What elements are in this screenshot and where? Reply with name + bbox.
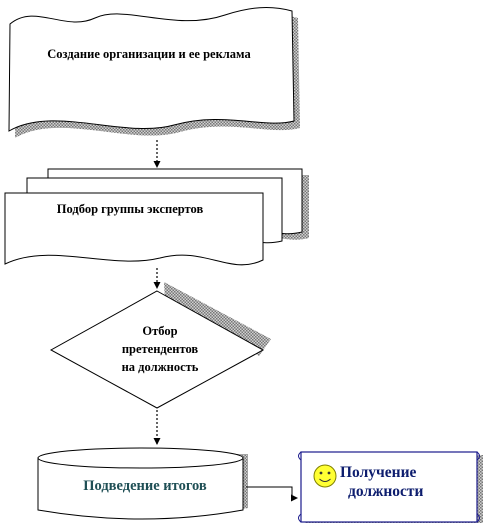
step1-label: Создание организации и ее реклама [47, 47, 251, 61]
step1-document-shape [8, 7, 300, 138]
step3-label-line1: Отбор [142, 324, 178, 338]
step4-cylinder-shape [37, 447, 248, 520]
step3-label-line2: претендентов [121, 342, 199, 356]
step2-multidocument-shape [4, 168, 309, 266]
result-scroll-shape [298, 451, 483, 523]
step4-label: Подведение итогов [83, 478, 207, 494]
connector-step4-result [246, 486, 298, 502]
step3-label: Отбор претендентов на должность [90, 322, 230, 376]
result-label: Получение должности [340, 463, 450, 501]
smiley-face-icon [313, 464, 337, 488]
step2-label: Подбор группы экспертов [56, 202, 204, 216]
step3-label-line3: на должность [121, 360, 199, 374]
result-label-line1: Получение [340, 464, 417, 481]
result-label-line2: должности [348, 483, 424, 500]
step3-decision-shape [49, 282, 271, 409]
